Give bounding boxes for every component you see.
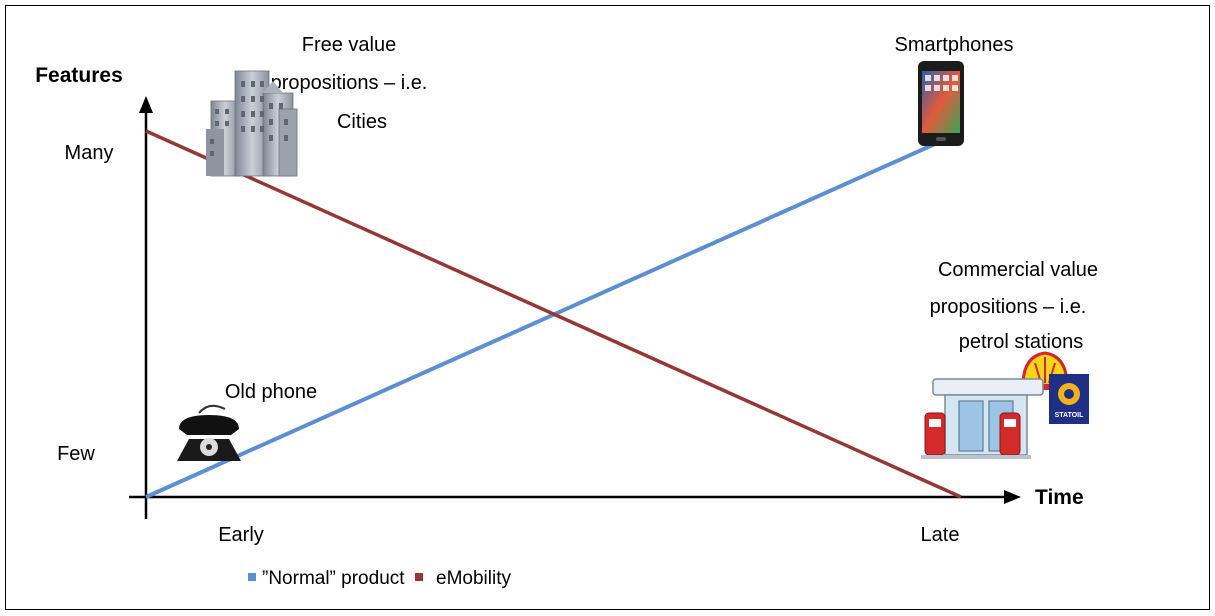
statoil-logo-icon: STATOIL: [1049, 374, 1089, 424]
smartphone-icon: [918, 61, 964, 146]
x-axis-arrowhead: [1004, 490, 1021, 504]
legend: ”Normal” product eMobility: [248, 568, 511, 589]
rotary-telephone-icon: [177, 404, 241, 461]
x-axis-title: Time: [1035, 486, 1084, 509]
smartphones-label: Smartphones: [895, 34, 1014, 56]
y-axis-arrowhead: [139, 96, 153, 113]
statoil-logo-text: STATOIL: [1055, 412, 1085, 419]
series-line-emobility: [145, 129, 962, 499]
free-value-line-1: Free value: [302, 34, 397, 56]
series-line-normal-product: [145, 137, 947, 499]
diagram-canvas: Features Many Few Time Early Late Free v…: [35, 34, 1098, 589]
y-label-few: Few: [57, 443, 95, 465]
y-axis-title: Features: [35, 64, 123, 87]
y-label-many: Many: [65, 142, 114, 164]
free-value-line-2: propositions – i.e.: [271, 72, 428, 94]
diagram-frame: Features Many Few Time Early Late Free v…: [5, 5, 1210, 610]
legend-label-normal-product: ”Normal” product: [262, 568, 405, 589]
legend-label-emobility: eMobility: [436, 568, 511, 589]
x-label-late: Late: [921, 524, 960, 546]
y-axis: [139, 96, 153, 519]
petrol-station-icon: [921, 378, 1044, 459]
commercial-value-line-2: propositions – i.e.: [930, 296, 1087, 318]
old-phone-label: Old phone: [225, 381, 317, 403]
commercial-value-annotation: Commercial value propositions – i.e. pet…: [930, 259, 1098, 353]
commercial-value-line-3: petrol stations: [959, 331, 1084, 353]
legend-swatch-emobility: [415, 573, 423, 581]
city-buildings-icon: [206, 70, 298, 177]
free-value-line-3: Cities: [337, 111, 387, 133]
commercial-value-line-1: Commercial value: [938, 259, 1098, 281]
x-label-early: Early: [218, 524, 264, 546]
legend-swatch-normal-product: [248, 573, 256, 581]
free-value-annotation: Free value propositions – i.e. Cities: [271, 34, 428, 133]
x-axis: [129, 490, 1021, 504]
